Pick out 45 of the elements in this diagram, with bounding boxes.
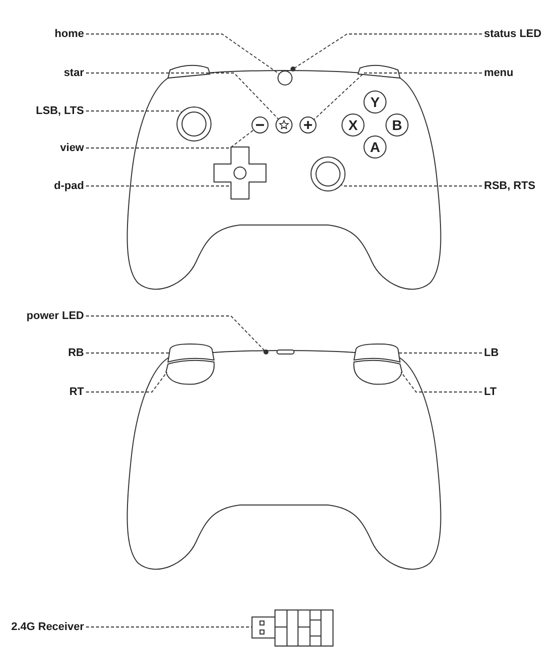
leader-line [86, 316, 266, 352]
plus-button [300, 116, 316, 134]
trigger [166, 360, 215, 385]
bumper [168, 344, 214, 362]
leader-line [86, 72, 279, 120]
part-label: RT [69, 385, 84, 399]
trigger [353, 360, 402, 385]
part-label: LSB, LTS [36, 104, 84, 118]
leader-line [313, 72, 482, 120]
part-label: star [64, 66, 84, 80]
bumper [354, 344, 400, 362]
part-label: view [60, 141, 84, 155]
leader-line [398, 352, 482, 354]
star-button [276, 116, 292, 134]
part-label: RSB, RTS [484, 179, 536, 193]
part-label: LT [484, 385, 497, 399]
d-pad [214, 146, 266, 200]
leader-line [294, 34, 482, 68]
minus-button [252, 116, 268, 134]
leader-line [400, 372, 482, 392]
part-label: d-pad [54, 179, 84, 193]
part-label: 2.4G Receiver [11, 620, 84, 634]
part-label: LB [484, 346, 499, 360]
part-label: RB [68, 346, 84, 360]
part-label: menu [484, 66, 514, 80]
face-button: B [386, 114, 408, 136]
leader-line [86, 352, 170, 354]
leader-line [340, 184, 482, 186]
home-button [278, 70, 292, 86]
usb-receiver-drawing [252, 610, 334, 646]
face-button: Y [364, 90, 386, 114]
leader-line [86, 372, 168, 392]
part-label: power LED [26, 309, 84, 323]
leader-line [86, 129, 254, 148]
face-button: A [364, 136, 386, 158]
leader-line [86, 626, 252, 628]
face-button: X [342, 114, 364, 136]
leader-line [86, 34, 280, 74]
left-stick [176, 106, 212, 142]
part-label: home [54, 27, 84, 41]
right-stick [310, 156, 346, 192]
leader-line [86, 110, 182, 113]
power-led [264, 350, 268, 354]
part-label: status LED [484, 27, 542, 41]
status-led [290, 66, 296, 72]
